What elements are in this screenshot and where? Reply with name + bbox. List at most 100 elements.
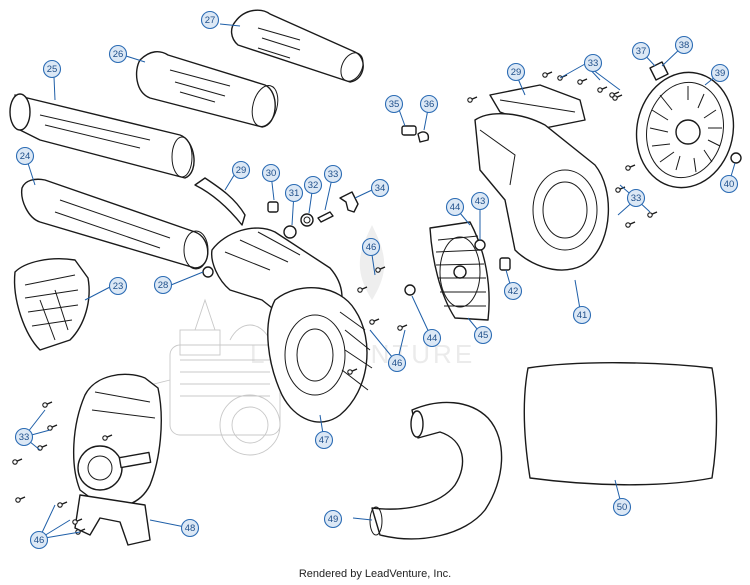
- rendered-by-footer: Rendered by LeadVenture, Inc.: [298, 568, 452, 580]
- screw-head: [72, 519, 78, 525]
- long-blower-tube-part-25: [9, 93, 195, 179]
- callout-label: 45: [478, 330, 489, 341]
- callout-part-43[interactable]: 43: [470, 191, 490, 211]
- callout-label: 28: [158, 280, 169, 291]
- callout-part-23[interactable]: 23: [108, 276, 128, 296]
- callout-part-28[interactable]: 28: [153, 275, 173, 295]
- callout-label: 44: [450, 202, 461, 213]
- callout-label: 36: [424, 99, 435, 110]
- callout-circle: [370, 178, 390, 198]
- callout-circle: [361, 237, 381, 257]
- callout-label: 31: [289, 188, 300, 199]
- callout-part-44[interactable]: 44: [422, 328, 442, 348]
- bracket-parts-37-38-40: [649, 61, 742, 164]
- callout-circle: [503, 281, 523, 301]
- callout-circle: [303, 175, 323, 195]
- callout-circle: [387, 353, 407, 373]
- screw-head: [57, 502, 63, 508]
- callout-label: 32: [308, 180, 319, 191]
- callout-part-44[interactable]: 44: [445, 197, 465, 217]
- callout-part-33[interactable]: 33: [626, 188, 646, 208]
- callout-part-47[interactable]: 47: [314, 430, 334, 450]
- callout-circle: [42, 59, 62, 79]
- callout-part-49[interactable]: 49: [323, 509, 343, 529]
- callout-part-27[interactable]: 27: [200, 10, 220, 30]
- callout-label: 40: [724, 179, 735, 190]
- callout-part-30[interactable]: 30: [261, 163, 281, 183]
- callout-label: 46: [366, 242, 377, 253]
- callout-part-45[interactable]: 45: [473, 325, 493, 345]
- callout-label: 37: [636, 46, 647, 57]
- callout-label: 34: [375, 183, 386, 194]
- callout-label: 41: [577, 310, 588, 321]
- callout-label: 33: [631, 193, 642, 204]
- sheet-part-50: [523, 362, 718, 486]
- callout-label: 48: [185, 523, 196, 534]
- callout-circle: [284, 183, 304, 203]
- callout-part-31[interactable]: 31: [284, 183, 304, 203]
- clip-and-pin-35-36: [401, 125, 430, 143]
- callout-label: 38: [679, 40, 690, 51]
- screw-head: [625, 165, 631, 171]
- callout-part-37[interactable]: 37: [631, 41, 651, 61]
- callout-label: 29: [511, 67, 522, 78]
- callout-part-50[interactable]: 50: [612, 497, 632, 517]
- callout-part-46[interactable]: 46: [29, 530, 49, 550]
- callout-circle: [200, 10, 220, 30]
- bracket-part-29-upper: [489, 84, 586, 129]
- callout-circle: [674, 35, 694, 55]
- callout-part-41[interactable]: 41: [572, 305, 592, 325]
- callout-circle: [231, 160, 251, 180]
- callout-part-25[interactable]: 25: [42, 59, 62, 79]
- callout-label: 42: [508, 286, 519, 297]
- nozzle-tip-part-27: [230, 9, 364, 83]
- callout-circle: [153, 275, 173, 295]
- callout-label: 46: [34, 535, 45, 546]
- callout-label: 33: [588, 58, 599, 69]
- callout-part-33[interactable]: 33: [14, 427, 34, 447]
- callout-part-29[interactable]: 29: [231, 160, 251, 180]
- screw-head: [369, 319, 375, 325]
- callout-part-29[interactable]: 29: [506, 62, 526, 82]
- callout-circle: [384, 94, 404, 114]
- callout-part-46[interactable]: 46: [387, 353, 407, 373]
- callout-circle: [506, 62, 526, 82]
- callout-part-24[interactable]: 24: [15, 146, 35, 166]
- callout-label: 26: [113, 49, 124, 60]
- callout-label: 25: [47, 64, 58, 75]
- callout-part-46[interactable]: 46: [361, 237, 381, 257]
- screw-head: [467, 97, 473, 103]
- callout-circle: [422, 328, 442, 348]
- callout-part-33[interactable]: 33: [323, 164, 343, 184]
- callout-part-32[interactable]: 32: [303, 175, 323, 195]
- callout-part-26[interactable]: 26: [108, 44, 128, 64]
- callout-part-42[interactable]: 42: [503, 281, 523, 301]
- callout-part-40[interactable]: 40: [719, 174, 739, 194]
- callout-part-34[interactable]: 34: [370, 178, 390, 198]
- callout-part-39[interactable]: 39: [710, 63, 730, 83]
- callout-label: 35: [389, 99, 400, 110]
- elbow-hose-part-49: [369, 401, 503, 540]
- callout-label: 43: [475, 196, 486, 207]
- part-callouts: 27 26 25 24 23 29 30 31 32 33 34 28 35 36 29 33 37 38 39 40…: [14, 10, 739, 550]
- small-fittings-30-34: [202, 191, 359, 278]
- callout-label: 47: [319, 435, 330, 446]
- screw-head: [15, 497, 21, 503]
- blower-housing-left: [211, 227, 373, 423]
- callout-part-38[interactable]: 38: [674, 35, 694, 55]
- callout-circle: [445, 197, 465, 217]
- callout-part-36[interactable]: 36: [419, 94, 439, 114]
- callout-part-33[interactable]: 33: [583, 53, 603, 73]
- callout-circle: [323, 164, 343, 184]
- callout-part-35[interactable]: 35: [384, 94, 404, 114]
- engine-cover-handle-part-48: [72, 373, 162, 546]
- callout-circle: [180, 518, 200, 538]
- callout-circle: [108, 276, 128, 296]
- callout-label: 50: [617, 502, 628, 513]
- callout-part-48[interactable]: 48: [180, 518, 200, 538]
- callout-circle: [473, 325, 493, 345]
- fan-cover-part-39: [635, 71, 735, 189]
- callout-circle: [15, 146, 35, 166]
- screw-head: [542, 72, 548, 78]
